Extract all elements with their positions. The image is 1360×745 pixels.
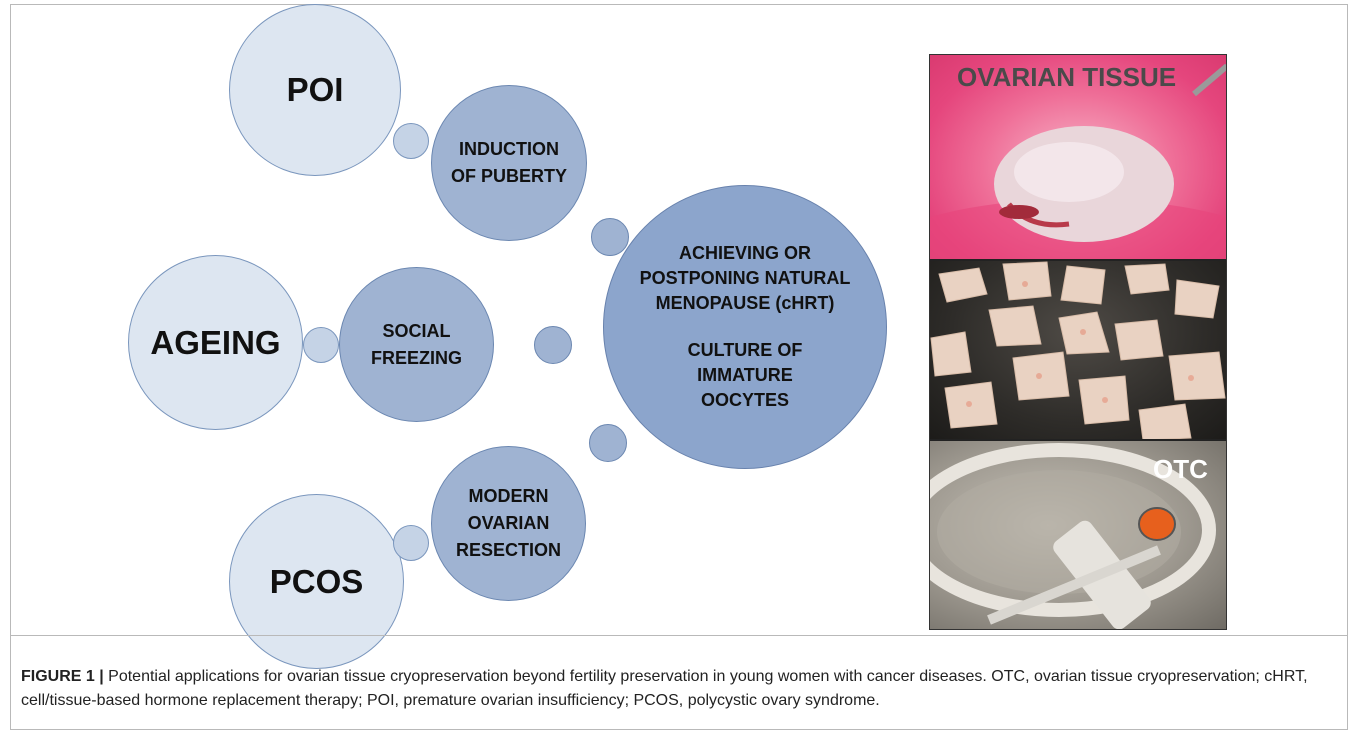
node-social-freezing-label: SOCIAL FREEZING (370, 320, 462, 368)
photo-label-otc: OTC (1153, 454, 1208, 484)
node-resection-label: MODERN OVARIAN RESECTION (455, 486, 561, 560)
node-ageing-label: AGEING (150, 323, 281, 361)
node-poi-label: POI (286, 71, 344, 108)
node-ageing: AGEING (128, 255, 303, 430)
connector-dot (393, 525, 429, 561)
photo-ovarian-tissue: OVARIAN TISSUE (929, 54, 1227, 260)
connector-dot (303, 327, 339, 363)
node-pcos: PCOS (229, 494, 404, 669)
connector-dot (393, 123, 429, 159)
photo-tissue-fragments (929, 260, 1227, 440)
connector-dot (591, 218, 629, 256)
connector-dot (534, 326, 572, 364)
otc-illustration (929, 443, 1216, 630)
node-poi: POI (229, 4, 401, 176)
node-induction-of-puberty: INDUCTION OF PUBERTY (431, 85, 587, 241)
node-induction-label: INDUCTION OF PUBERTY (450, 139, 567, 186)
center-label-menopause: ACHIEVING OR POSTPONING NATURAL MENOPAUS… (639, 243, 851, 313)
figure-frame: POI AGEING PCOS INDUCTION OF PUBERTY SOC… (10, 4, 1348, 730)
node-social-freezing: SOCIAL FREEZING (339, 267, 494, 422)
center-label-culture: CULTURE OF IMMATURE OOCYTES (687, 340, 803, 410)
node-modern-ovarian-resection: MODERN OVARIAN RESECTION (431, 446, 586, 601)
photo-label-ovarian-tissue: OVARIAN TISSUE (957, 62, 1177, 92)
connector-dot (589, 424, 627, 462)
tissue-fragments-illustration (930, 261, 1226, 440)
figure-caption: FIGURE 1 | Potential applications for ov… (21, 665, 1331, 713)
figure-label: FIGURE 1 | (21, 668, 104, 685)
caption-divider (11, 635, 1347, 636)
photo-divider (929, 259, 1227, 261)
node-center: ACHIEVING OR POSTPONING NATURAL MENOPAUS… (603, 185, 887, 469)
photo-divider (929, 439, 1227, 441)
ovary-illustration (929, 63, 1227, 260)
photo-otc-container: OTC (929, 440, 1227, 630)
caption-text: Potential applications for ovarian tissu… (21, 668, 1308, 709)
node-pcos-label: PCOS (269, 562, 364, 600)
